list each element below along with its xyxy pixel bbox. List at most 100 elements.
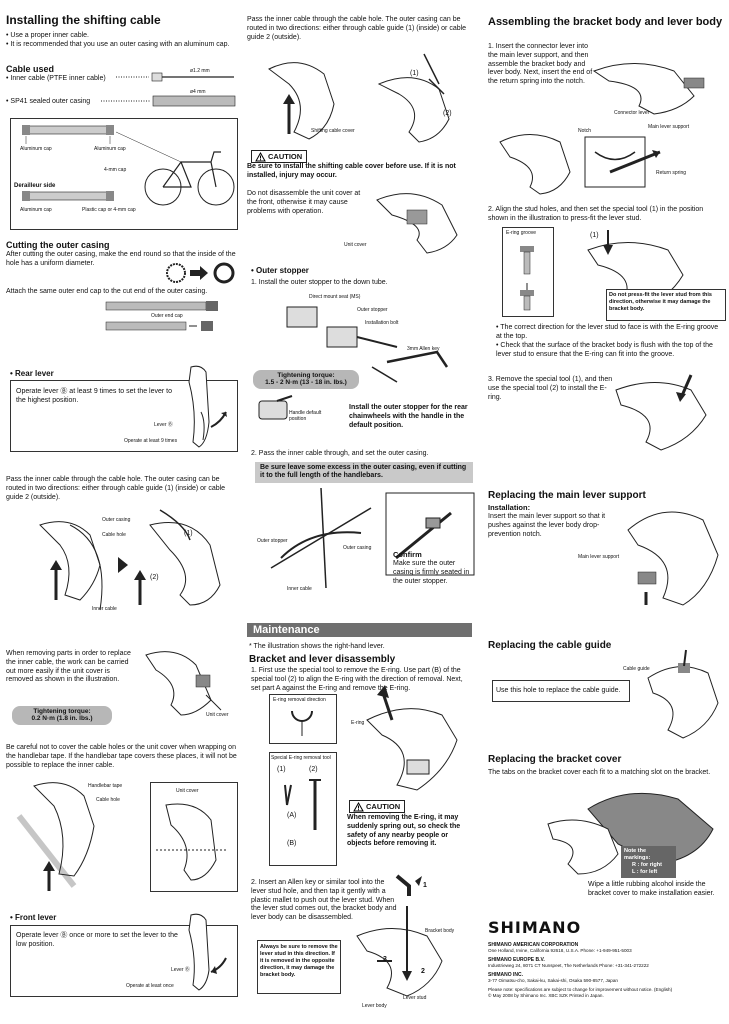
front-lever-drawing — [188, 913, 227, 991]
torque-pill-1: Tightening torque: 0.2 N·m (1.8 in. lbs.… — [12, 706, 112, 725]
correct-direction-text: • The correct direction for the lever st… — [496, 324, 719, 340]
arrow-3-label: 3 — [383, 956, 387, 963]
arrow-1-label: 1 — [423, 882, 427, 889]
inner-cable-label: • Inner cable (PTFE inner cable) — [6, 75, 106, 82]
outer-end-cap-label: Outer end cap — [151, 313, 183, 319]
outer-stopper-label: Outer stopper — [357, 307, 388, 313]
arrow-2-label: 2 — [421, 968, 425, 975]
bracket-cover-text: The tabs on the bracket cover each fit t… — [488, 769, 711, 776]
cable-guide-replace-drawing — [647, 649, 719, 739]
main-lever-support-label-2: Main lever support — [578, 554, 620, 560]
ering-label: E-ring — [351, 720, 365, 726]
outer-casing-drawing — [101, 95, 236, 107]
do-not-press-text: Do not press-fit the lever stud from thi… — [609, 292, 712, 312]
rear-lever-heading: • Rear lever — [10, 369, 54, 378]
rear-lever-text: Operate lever Ⓑ at least 9 times to set … — [16, 388, 173, 404]
special-tool-frame — [269, 752, 337, 866]
unit-cover-label-2: Unit cover — [176, 788, 199, 794]
tool-1-label-3: (1) — [590, 232, 599, 239]
marking-left: L : for left — [632, 868, 658, 875]
guide-hole-text: Use this hole to replace the cable guide… — [496, 687, 621, 694]
outer-stopper-drawing — [286, 306, 449, 383]
corp-2-address: Industrieweg 24, 8071 CT Nunspeet, The N… — [488, 963, 649, 969]
pass-cable-text-2: Pass the inner cable through the cable h… — [247, 16, 467, 41]
guide-hole-frame — [492, 680, 630, 702]
outer-stopper-label-2: Outer stopper — [257, 538, 288, 544]
bracket-disassembly-heading: Bracket and lever disassembly — [249, 654, 396, 665]
caution-text-2: When removing the E-ring, it may suddenl… — [347, 814, 461, 848]
connector-lever-label: Connector lever — [614, 110, 650, 116]
careful-text: Be careful not to cover the cable holes … — [6, 744, 237, 769]
pass-cable-text: Pass the inner cable through the cable h… — [6, 476, 226, 501]
ering-direction-label: E-ring removal direction — [273, 697, 326, 703]
casing-setup-drawing — [270, 487, 475, 589]
sp41-dim: ø4 mm — [190, 89, 206, 95]
unit-cover-inset-drawing — [156, 803, 226, 881]
rear-lever-frame — [10, 380, 238, 452]
outer-casing-label: Outer casing — [102, 517, 131, 523]
cutting-text: After cutting the outer casing, make the… — [6, 251, 236, 267]
cable-hole-label: Cable hole — [102, 532, 126, 538]
torque-pill-2: Tightening torque: 1.5 - 2 N·m (13 - 18 … — [253, 370, 359, 389]
installation-label: Installation: — [488, 503, 531, 512]
maintenance-banner: Maintenance — [247, 623, 472, 637]
torque-label-1: Tightening torque: — [33, 708, 91, 715]
front-lever-text: Operate lever Ⓑ once or more to set the … — [16, 932, 178, 948]
aluminum-cap-label-3: Aluminum cap — [20, 207, 52, 213]
caution-label-1: CAUTION — [268, 152, 303, 161]
replace-cover-heading: Replacing the bracket cover — [488, 754, 622, 765]
replace-guide-heading: Replacing the cable guide — [488, 640, 612, 651]
handlebar-tape-label: Handlebar tape — [88, 783, 123, 789]
lever-stud-label: Lever stud — [403, 995, 427, 1001]
caution-badge-2: CAUTION — [349, 800, 406, 813]
replace-support-heading: Replacing the main lever support — [488, 490, 646, 501]
marking-right: R : for right — [632, 861, 662, 868]
bracket-step-2: 2. Insert an Allen key or similar tool i… — [251, 879, 397, 921]
bullet-aluminum-cap: • It is recommended that you use an oute… — [6, 41, 230, 48]
torque-value-2: 1.5 - 2 N·m (13 - 18 in. lbs.) — [265, 379, 347, 387]
front-lever-heading: • Front lever — [10, 913, 57, 922]
disassemble-text: Do not disassemble the unit cover at the… — [247, 190, 361, 215]
confirm-heading: Confirm — [393, 550, 422, 559]
address-block: SHIMANO AMERICAN CORPORATION One Holland… — [488, 942, 724, 998]
inner-cable-dim: ø1.2 mm — [190, 68, 210, 74]
inner-cable-label-2: Inner cable — [92, 606, 117, 612]
guide-2-label-2: (2) — [443, 110, 452, 117]
unit-cover-inset-frame — [150, 782, 238, 892]
installation-bolt-label: Installation bolt — [365, 320, 399, 326]
operate-9-label: Operate at least 9 times — [124, 438, 178, 444]
return-spring-label: Return spring — [656, 170, 687, 176]
bracket-step-1: 1. First use the special tool to remove … — [251, 667, 463, 692]
cable-hole-label-2: Cable hole — [96, 797, 120, 803]
maintenance-note: * The illustration shows the right-hand … — [249, 643, 385, 650]
assemble-step-3: 3. Remove the special tool (1), and then… — [488, 376, 613, 401]
install-note: Install the outer stopper for the rear c… — [349, 404, 468, 429]
allen-key-label: 3mm Allen key — [407, 346, 440, 352]
lever-stud-drawing — [520, 246, 534, 311]
cutting-outer-casing-heading: Cutting the outer casing — [6, 240, 110, 250]
ering-drawing — [291, 710, 313, 736]
front-lever-frame — [10, 925, 238, 997]
corp-3-name: SHIMANO INC. — [488, 971, 523, 978]
connector-lever-drawing — [592, 63, 705, 115]
outer-end-cap-drawing — [105, 301, 218, 331]
handle-default-label: Handle default position — [289, 410, 322, 422]
cable-guide-label: Cable guide — [623, 666, 650, 672]
confirm-text: Make sure the outer casing is firmly sea… — [393, 560, 470, 585]
main-lever-support-label: Main lever support — [648, 124, 690, 130]
lever-b-label-2: Lever Ⓑ — [171, 967, 190, 973]
4mm-cap-label: 4-mm cap — [104, 167, 127, 173]
operate-once-label: Operate at least once — [126, 983, 174, 989]
cable-guide-drawing — [268, 53, 450, 143]
guide-1-label: (1) — [184, 530, 193, 537]
unit-cover-removal-drawing — [145, 651, 222, 716]
tool-2-label: (2) — [309, 766, 318, 773]
guide-1-label-2: (1) — [410, 70, 419, 77]
handlebar-tape-drawing — [16, 782, 95, 891]
wipe-text: Wipe a little rubbing alcohol inside the… — [588, 881, 715, 897]
bracket-body-label: Bracket body — [425, 928, 455, 934]
inner-cable-drawing — [116, 72, 234, 82]
inner-cable-label-3: Inner cable — [287, 586, 312, 592]
tool-a-label: (A) — [287, 812, 297, 819]
ering-removal-drawing — [366, 685, 458, 791]
